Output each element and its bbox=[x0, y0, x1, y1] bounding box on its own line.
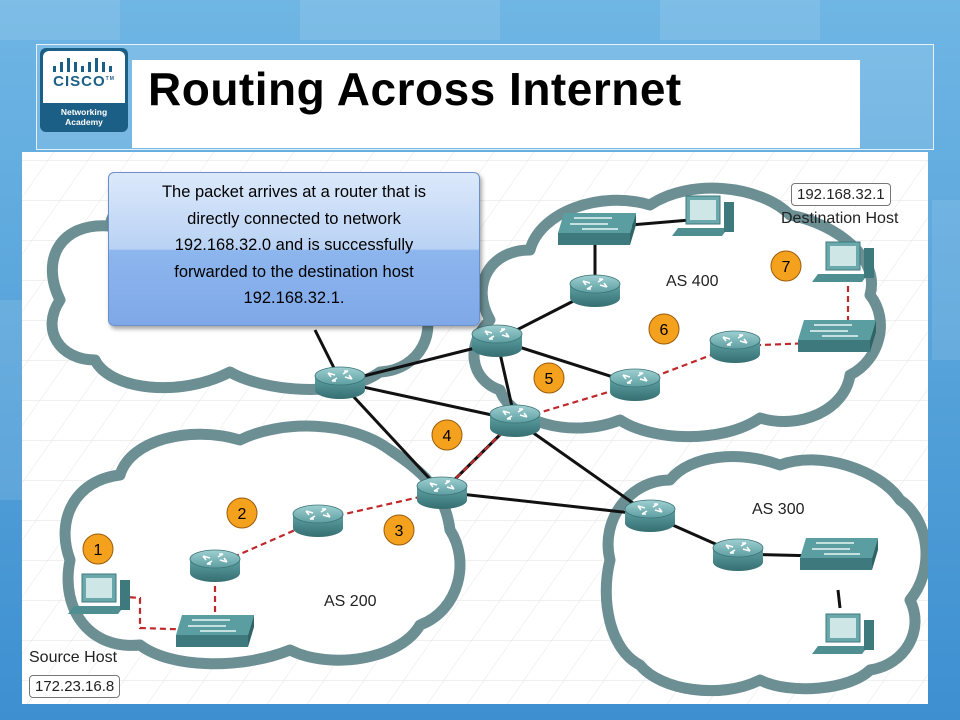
slide-title: Routing Across Internet bbox=[148, 63, 682, 115]
source-host-label: Source Host bbox=[29, 649, 118, 666]
destination-host-label: Destination Host bbox=[781, 210, 899, 227]
switch-as300 bbox=[799, 537, 879, 571]
callout-line-3: 192.168.32.0 and is successfully bbox=[174, 236, 414, 254]
step-label-1: 1 bbox=[94, 542, 103, 559]
source-ip-box: 172.23.16.8 bbox=[29, 675, 121, 698]
router-core-right bbox=[489, 404, 541, 438]
router-as300-edge bbox=[624, 499, 676, 533]
step-label-7: 7 bbox=[782, 259, 791, 276]
cloud-as400 bbox=[468, 182, 886, 443]
background-tile bbox=[0, 0, 120, 40]
logo-line-1: Networking bbox=[60, 107, 108, 117]
cisco-wordmark-text: CISCO bbox=[53, 73, 106, 90]
callout-line-1: The packet arrives at a router that is bbox=[161, 183, 427, 201]
switch-as200 bbox=[175, 614, 255, 648]
as300-label: AS 300 bbox=[752, 501, 805, 518]
callout-line-4: forwarded to the destination host bbox=[174, 262, 414, 281]
router-as200-mid bbox=[292, 504, 344, 538]
cisco-networking-academy-logo: CISCOTM Networking Academy bbox=[40, 48, 128, 132]
background-tile bbox=[932, 200, 960, 360]
background-tile bbox=[300, 0, 500, 40]
cisco-bars-icon bbox=[53, 58, 112, 72]
router-as400-mid bbox=[609, 368, 661, 402]
step-label-3: 3 bbox=[395, 523, 404, 540]
as200-label: AS 200 bbox=[324, 593, 377, 610]
title-bar bbox=[132, 60, 860, 148]
step-label-2: 2 bbox=[238, 506, 247, 523]
router-as300-inner bbox=[712, 538, 764, 572]
switch-as400-dest bbox=[797, 319, 877, 353]
cisco-wordmark: CISCOTM bbox=[43, 73, 125, 90]
callout-line-5: 192.168.32.1. bbox=[243, 289, 345, 307]
router-as200-source bbox=[189, 549, 241, 583]
background-tile bbox=[660, 0, 820, 40]
cloud-as300 bbox=[600, 451, 928, 697]
as400-label: AS 400 bbox=[666, 273, 719, 290]
switch-as400-top bbox=[557, 212, 637, 246]
router-as400-top bbox=[569, 274, 621, 308]
callout-line-2: directly connected to network bbox=[187, 209, 401, 228]
step-label-6: 6 bbox=[660, 322, 669, 339]
router-as400-dest bbox=[709, 330, 761, 364]
router-as400-edge bbox=[471, 324, 523, 358]
trademark-mark: TM bbox=[105, 76, 115, 82]
step-label-5: 5 bbox=[545, 371, 554, 388]
logo-line-2: Academy bbox=[65, 117, 103, 127]
router-core-bottom bbox=[416, 476, 468, 510]
step-label-4: 4 bbox=[443, 428, 452, 445]
step-description-callout: The packet arrives at a router that is d… bbox=[108, 172, 480, 326]
router-core-left bbox=[314, 366, 366, 400]
logo-top: CISCOTM bbox=[43, 51, 125, 103]
destination-ip-box: 192.168.32.1 bbox=[791, 183, 891, 206]
logo-subtitle: Networking Academy bbox=[40, 107, 128, 127]
background-tile bbox=[0, 300, 22, 500]
